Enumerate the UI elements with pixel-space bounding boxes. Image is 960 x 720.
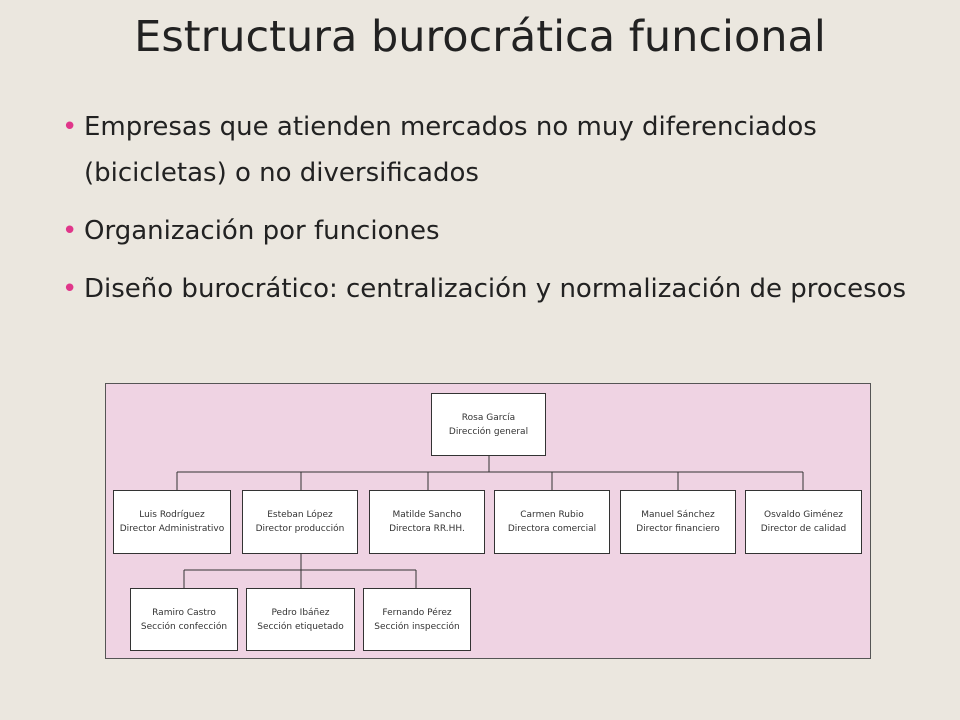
bullet-item: • Organización por funciones [62, 208, 922, 254]
bullet-dot: • [62, 274, 78, 304]
node-role: Director producción [255, 524, 345, 534]
org-node-section: Fernando Pérez Sección inspección [363, 588, 471, 651]
node-name: Rosa García [461, 412, 516, 423]
org-node-section: Pedro Ibáñez Sección etiquetado [246, 588, 355, 651]
node-role: Dirección general [448, 426, 529, 437]
node-role: Director Administrativo [119, 524, 225, 534]
org-node-section: Ramiro Castro Sección confección [130, 588, 238, 651]
org-node-root: Rosa García Dirección general [431, 393, 546, 456]
org-node-director: Matilde Sancho Directora RR.HH. [369, 490, 485, 554]
node-name: Carmen Rubio [520, 510, 584, 520]
bullet-item: • Empresas que atienden mercados no muy … [62, 104, 922, 196]
bullet-text: Empresas que atienden mercados no muy di… [84, 112, 817, 188]
node-name: Luis Rodríguez [139, 510, 205, 520]
node-role: Director financiero [636, 524, 720, 534]
bullet-dot: • [62, 112, 78, 142]
bullet-text: Diseño burocrático: centralización y nor… [84, 274, 907, 304]
node-name: Osvaldo Giménez [764, 510, 843, 520]
org-node-director: Manuel Sánchez Director financiero [620, 490, 736, 554]
slide-title: Estructura burocrática funcional [134, 12, 826, 62]
org-chart-connectors [176, 456, 804, 588]
bullet-item: • Diseño burocrático: centralización y n… [62, 266, 922, 312]
bullet-list: • Empresas que atienden mercados no muy … [62, 104, 922, 324]
org-chart: Rosa García Dirección general Luis Rodrí… [105, 383, 871, 659]
bullet-dot: • [62, 216, 78, 246]
node-role: Director de calidad [760, 524, 847, 534]
node-role: Sección confección [140, 621, 228, 632]
node-name: Fernando Pérez [382, 607, 452, 618]
bullet-text: Organización por funciones [84, 216, 440, 246]
node-name: Ramiro Castro [152, 607, 216, 618]
node-role: Directora comercial [507, 524, 597, 534]
org-node-director: Carmen Rubio Directora comercial [494, 490, 610, 554]
org-node-director: Esteban López Director producción [242, 490, 358, 554]
node-name: Pedro Ibáñez [271, 607, 330, 618]
node-role: Directora RR.HH. [389, 524, 465, 534]
node-name: Matilde Sancho [392, 510, 462, 520]
node-name: Esteban López [267, 510, 333, 520]
org-node-director: Luis Rodríguez Director Administrativo [113, 490, 231, 554]
node-name: Manuel Sánchez [641, 510, 715, 520]
node-role: Sección inspección [374, 621, 460, 632]
node-role: Sección etiquetado [257, 621, 344, 632]
org-node-director: Osvaldo Giménez Director de calidad [745, 490, 862, 554]
